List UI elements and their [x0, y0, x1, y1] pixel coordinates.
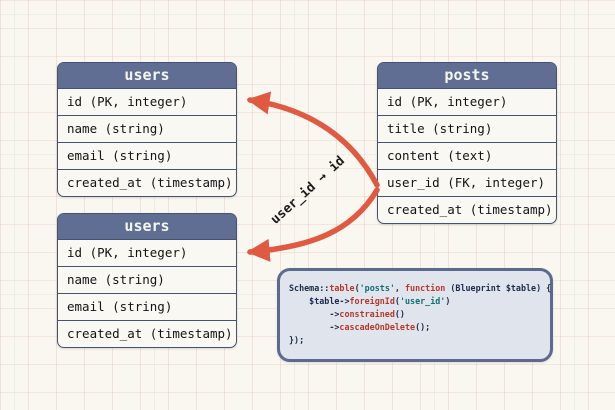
relationship-label: user_id → id	[268, 153, 348, 228]
table-row: id (PK, integer)	[58, 89, 236, 116]
table-row: email (string)	[58, 143, 236, 170]
table-row: content (text)	[378, 143, 556, 170]
table-row: created_at (timestamp)	[387, 202, 553, 217]
table-row: name (string)	[58, 116, 236, 143]
code-snippet-lines: Schema::table('posts', function (Bluepri…	[289, 282, 552, 347]
table-posts-header: posts	[378, 63, 556, 89]
code-line: Schema::table('posts', function (Bluepri…	[289, 283, 552, 293]
table-users-top-rows: id (PK, integer)name (string)email (stri…	[58, 89, 236, 196]
table-row: name (string)	[58, 267, 236, 294]
table-row: created_at (timestamp)	[67, 326, 233, 341]
table-users-bottom-rows: id (PK, integer)name (string)email (stri…	[58, 240, 236, 347]
table-row: id (PK, integer)	[378, 89, 556, 116]
table-users-bottom: users id (PK, integer)name (string)email…	[57, 213, 237, 348]
arrow-to-users-top	[246, 91, 380, 188]
code-snippet-box: Schema::table('posts', function (Bluepri…	[277, 268, 553, 362]
code-line: ->cascadeOnDelete();	[289, 322, 431, 332]
table-row: title (string)	[378, 116, 556, 143]
table-users-top-header: users	[58, 63, 236, 89]
table-row: created_at (timestamp)	[67, 175, 233, 190]
code-line: $table->foreignId('user_id')	[289, 296, 451, 306]
table-posts: posts id (PK, integer)title (string)cont…	[377, 62, 557, 224]
code-line: });	[289, 335, 305, 345]
table-users-top: users id (PK, integer)name (string)email…	[57, 62, 237, 197]
table-users-bottom-header: users	[58, 214, 236, 240]
table-posts-rows: id (PK, integer)title (string)content (t…	[378, 89, 556, 223]
table-row: id (PK, integer)	[58, 240, 236, 267]
table-row: user_id (FK, integer)	[378, 170, 556, 197]
code-line: ->constrained()	[289, 309, 405, 319]
table-row: email (string)	[58, 294, 236, 321]
